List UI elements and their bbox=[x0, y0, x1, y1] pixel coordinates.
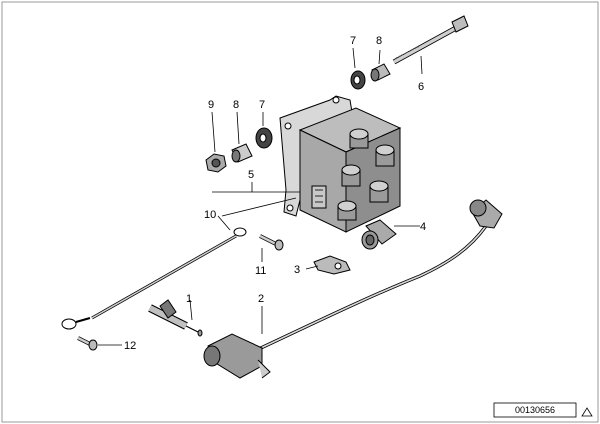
coil-tower-3 bbox=[341, 164, 361, 187]
ignition-lead[interactable] bbox=[203, 199, 503, 379]
terminal-connector[interactable] bbox=[313, 255, 351, 275]
coil-tower-5 bbox=[337, 200, 357, 221]
reference-code-box: 00130656 bbox=[493, 402, 593, 418]
bushing-lower[interactable] bbox=[231, 143, 253, 163]
callout-2: 2 bbox=[258, 293, 264, 305]
leader-lines bbox=[98, 47, 423, 346]
callout-6: 6 bbox=[418, 81, 424, 93]
coil-tower-4 bbox=[369, 180, 389, 203]
suppressor-connector[interactable] bbox=[148, 299, 203, 337]
ground-cable[interactable] bbox=[61, 227, 247, 330]
callout-11: 11 bbox=[255, 265, 266, 277]
rubber-grommet-lower[interactable] bbox=[255, 127, 273, 149]
triangle-icon bbox=[581, 407, 593, 417]
ignition-coil-pack[interactable] bbox=[279, 95, 402, 233]
callout-5: 5 bbox=[248, 169, 254, 181]
callout-4: 4 bbox=[420, 221, 426, 233]
mounting-screw[interactable] bbox=[77, 336, 98, 351]
hex-nut[interactable] bbox=[205, 153, 227, 173]
coil-tower-2 bbox=[375, 144, 395, 167]
callout-7-lower: 7 bbox=[259, 99, 265, 111]
callout-10: 10 bbox=[204, 209, 216, 221]
spark-plug-boot[interactable] bbox=[361, 219, 397, 250]
bushing-upper[interactable] bbox=[370, 63, 391, 82]
callout-1: 1 bbox=[186, 293, 192, 305]
callout-8-upper: 8 bbox=[376, 35, 382, 47]
callout-8-lower: 8 bbox=[233, 99, 239, 111]
small-screw[interactable] bbox=[259, 234, 284, 251]
reference-code: 00130656 bbox=[515, 405, 555, 415]
coil-tower-1 bbox=[349, 128, 369, 149]
callout-12: 12 bbox=[124, 340, 136, 352]
callouts: 7 8 6 9 8 7 5 10 11 3 4 1 2 12 bbox=[124, 35, 426, 352]
callout-3: 3 bbox=[294, 264, 300, 276]
rubber-grommet-upper[interactable] bbox=[350, 70, 366, 90]
long-bolt[interactable] bbox=[392, 15, 469, 65]
callout-9: 9 bbox=[208, 99, 214, 111]
callout-7-upper: 7 bbox=[350, 35, 356, 47]
